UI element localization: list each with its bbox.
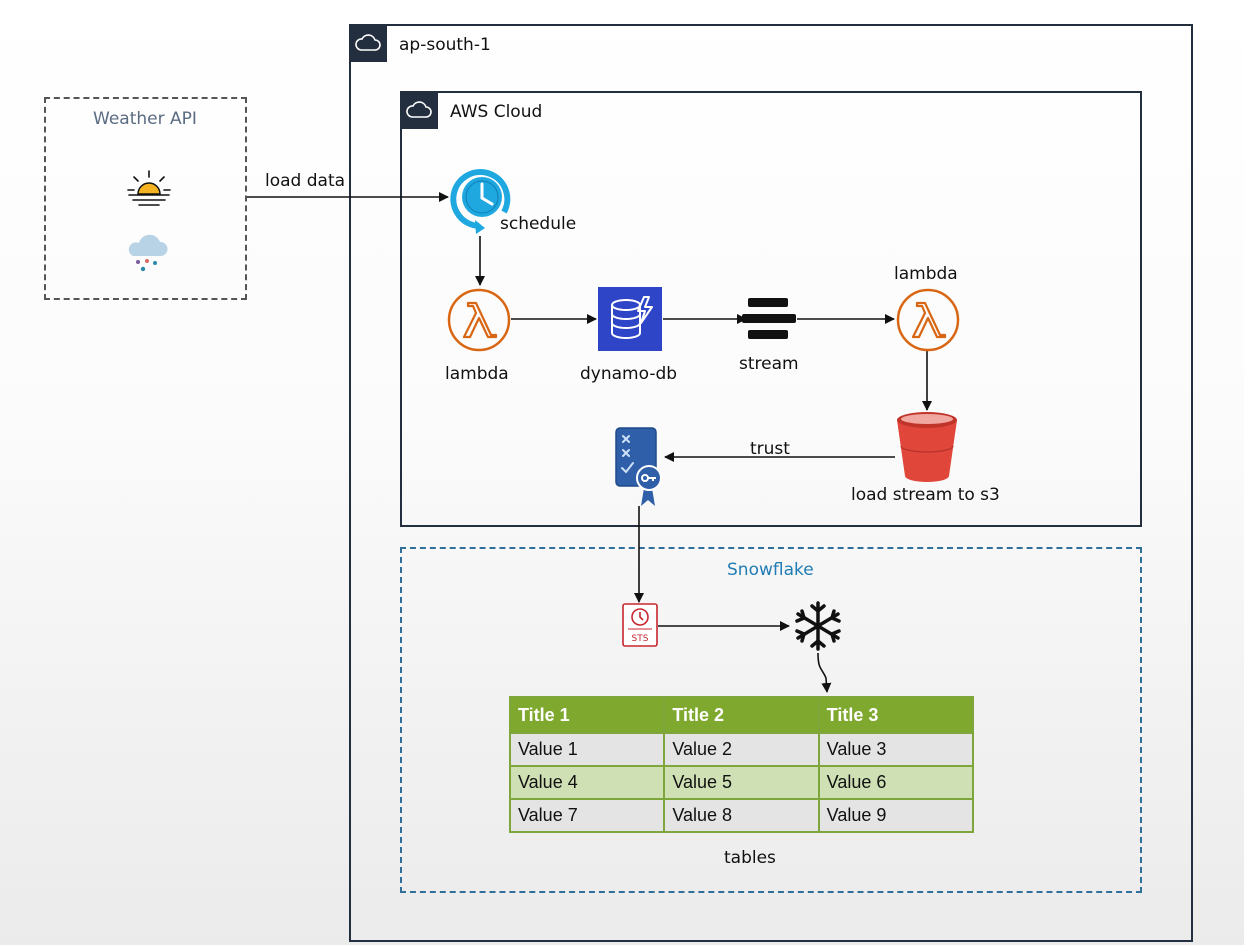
node-label-s3: load stream to s3: [851, 485, 1000, 505]
table-cell: Value 1: [508, 732, 666, 767]
sts-label: STS: [632, 634, 649, 644]
group-weather-api: [44, 97, 247, 300]
clock-icon: [450, 169, 511, 234]
sts-icon: STS: [622, 603, 658, 647]
region-title: ap-south-1: [399, 35, 491, 55]
table-cell: Value 7: [508, 798, 666, 833]
node-label-lambda-left: lambda: [445, 364, 509, 384]
edge-snowflake-tables: [817, 652, 832, 693]
cloud-icon: [400, 91, 438, 129]
sunrise-icon: [127, 170, 171, 206]
edge-label-load-data: load data: [265, 171, 346, 191]
node-label-schedule: schedule: [500, 214, 577, 234]
data-table: Title 1 Title 2 Title 3 Value 1 Value 2 …: [508, 696, 975, 833]
table-cell: Value 8: [663, 798, 820, 833]
table-row: Value 4 Value 5 Value 6: [508, 765, 975, 800]
table-header-cell: Title 3: [817, 696, 975, 734]
snow-cloud-icon: [128, 234, 168, 272]
table-header-cell: Title 1: [508, 696, 666, 734]
node-label-lambda-right: lambda: [894, 264, 958, 284]
node-label-stream: stream: [739, 354, 799, 374]
table-cell: Value 6: [817, 765, 975, 800]
weather-api-title: Weather API: [93, 109, 197, 129]
iam-role-icon: [615, 427, 662, 506]
dynamodb-icon: [598, 287, 662, 351]
table-header-row: Title 1 Title 2 Title 3: [508, 696, 975, 734]
edge-label-trust: trust: [750, 439, 790, 459]
table-cell: Value 5: [663, 765, 820, 800]
group-aws-cloud: AWS Cloud: [400, 91, 1142, 527]
stream-icon: [742, 298, 796, 339]
table-cell: Value 2: [663, 732, 820, 767]
node-label-tables: tables: [724, 848, 776, 868]
lambda-icon: [896, 288, 960, 352]
s3-bucket-icon: [897, 412, 957, 482]
table-cell: Value 4: [508, 765, 666, 800]
snowflake-title: Snowflake: [727, 560, 814, 580]
table-cell: Value 9: [817, 798, 975, 833]
group-snowflake: [400, 547, 1142, 893]
lambda-icon: [447, 288, 511, 352]
snowflake-icon: [795, 601, 841, 651]
table-header-cell: Title 2: [663, 696, 820, 734]
table-cell: Value 3: [817, 732, 975, 767]
region-ap-south-1: ap-south-1: [349, 24, 1193, 942]
table-row: Value 7 Value 8 Value 9: [508, 798, 975, 833]
node-label-dynamodb: dynamo-db: [580, 364, 678, 384]
table-row: Value 1 Value 2 Value 3: [508, 732, 975, 767]
cloud-icon: [349, 24, 387, 62]
aws-cloud-title: AWS Cloud: [450, 102, 543, 122]
